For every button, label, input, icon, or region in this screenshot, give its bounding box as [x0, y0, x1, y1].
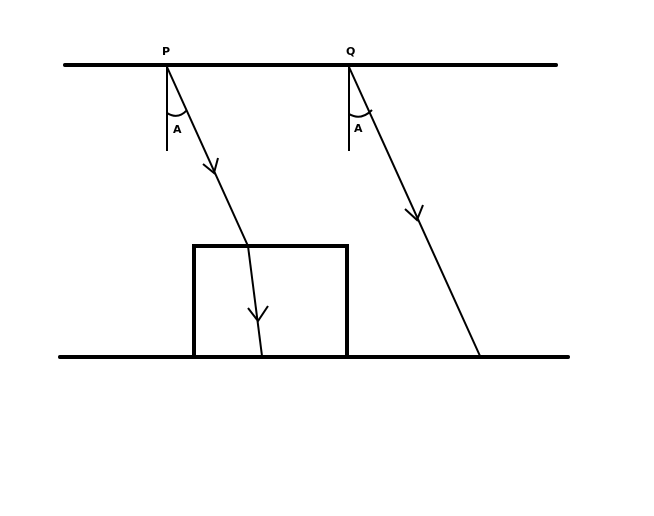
point-q-label: Q — [346, 45, 355, 58]
angle-arc-p — [166, 109, 188, 117]
arrow-p-incident-icon — [202, 157, 219, 175]
arrow-q-icon — [404, 204, 424, 222]
point-p-label: P — [162, 45, 170, 58]
glass-block — [192, 244, 349, 359]
ray-p-refracted — [247, 245, 263, 357]
angle-q-label: A — [354, 122, 363, 135]
ray-p-incident — [166, 66, 249, 247]
ray-q — [348, 66, 481, 357]
arrow-p-refracted-icon — [247, 305, 269, 323]
angle-p-label: A — [173, 123, 182, 136]
